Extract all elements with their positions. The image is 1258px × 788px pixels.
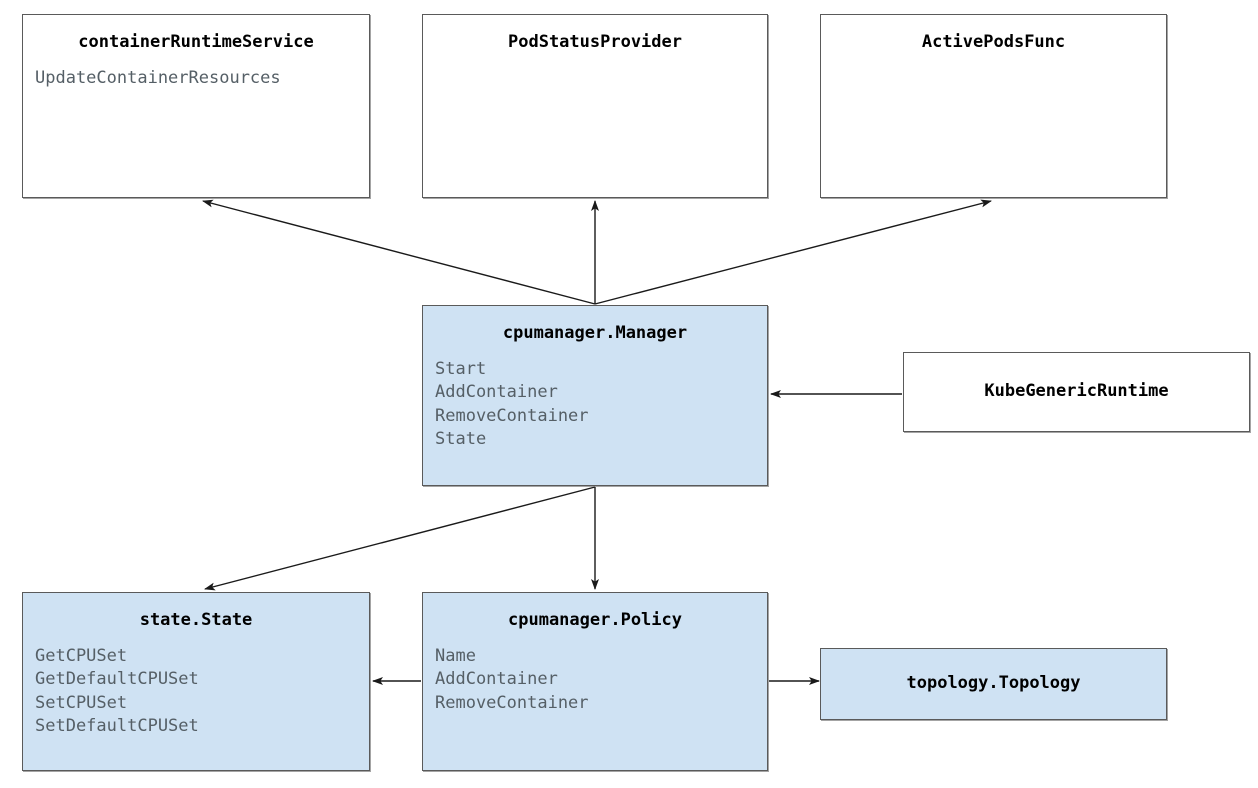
node-active-pods-func[interactable]: ActivePodsFunc xyxy=(820,14,1167,198)
edge-manager-to-statestate xyxy=(204,486,596,591)
node-state-state[interactable]: state.State GetCPUSet GetDefaultCPUSet S… xyxy=(22,592,370,771)
node-pod-status-provider[interactable]: PodStatusProvider xyxy=(422,14,768,198)
node-method-list: Name AddContainer RemoveContainer xyxy=(435,645,589,715)
node-title: state.State xyxy=(139,610,253,630)
node-title: containerRuntimeService xyxy=(78,32,314,52)
node-container-runtime-service[interactable]: containerRuntimeService UpdateContainerR… xyxy=(22,14,370,198)
method-item: SetCPUSet xyxy=(35,692,128,713)
node-cpumanager-manager[interactable]: cpumanager.Manager Start AddContainer Re… xyxy=(422,305,768,486)
node-cpumanager-policy[interactable]: cpumanager.Policy Name AddContainer Remo… xyxy=(422,592,768,771)
node-title: PodStatusProvider xyxy=(508,32,682,52)
node-title: ActivePodsFunc xyxy=(921,32,1066,52)
node-title: cpumanager.Manager xyxy=(502,323,688,343)
edge-manager-to-containerruntimeservice xyxy=(202,199,596,305)
method-item: RemoveContainer xyxy=(435,692,589,713)
method-item: GetCPUSet xyxy=(35,646,128,666)
method-item: SetDefaultCPUSet xyxy=(35,716,199,737)
method-item: AddContainer xyxy=(435,669,558,690)
node-method-list: Start AddContainer RemoveContainer State xyxy=(435,358,589,452)
node-title: KubeGenericRuntime xyxy=(984,381,1169,401)
node-method-list: UpdateContainerResources xyxy=(35,67,281,90)
method-item: UpdateContainerResources xyxy=(35,68,281,88)
node-title: cpumanager.Policy xyxy=(508,610,682,630)
method-item: Start xyxy=(435,359,487,379)
node-kube-generic-runtime[interactable]: KubeGenericRuntime xyxy=(903,352,1250,432)
node-method-list: GetCPUSet GetDefaultCPUSet SetCPUSet Set… xyxy=(35,645,199,739)
method-item: RemoveContainer xyxy=(435,405,589,426)
method-item: State xyxy=(435,429,487,450)
node-title: topology.Topology xyxy=(906,673,1081,693)
method-item: AddContainer xyxy=(435,382,558,403)
method-item: Name xyxy=(435,646,476,666)
method-item: GetDefaultCPUSet xyxy=(35,669,199,690)
edge-manager-to-activepodsfunc xyxy=(594,199,992,305)
node-topology-topology[interactable]: topology.Topology xyxy=(820,648,1167,720)
